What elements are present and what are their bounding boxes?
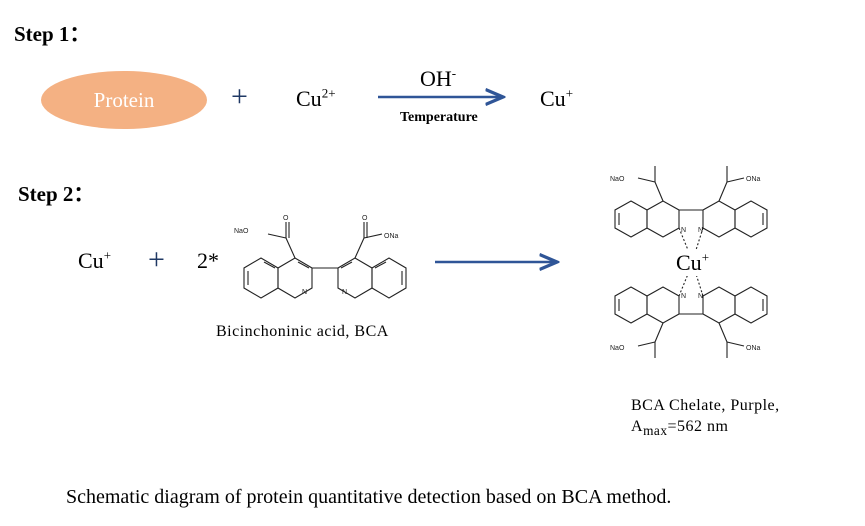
step1-label: Step 1： bbox=[14, 22, 91, 46]
chelate-top-right-n: N bbox=[698, 227, 703, 234]
chelate-bottom-left-group: NaO bbox=[610, 345, 625, 352]
bca-left-n: N bbox=[302, 289, 307, 296]
chelate-structure bbox=[614, 166, 768, 358]
step1-product-cu1: Cu+ bbox=[540, 85, 574, 111]
step1-condition-temperature: Temperature bbox=[400, 110, 478, 125]
chelate-bottom-right-n: N bbox=[698, 293, 703, 300]
bca-right-o: O bbox=[362, 215, 368, 222]
step1-reagent-oh: OH- bbox=[420, 65, 457, 91]
step1-plus: + bbox=[231, 80, 248, 113]
bca-left-o: O bbox=[283, 215, 289, 222]
chelate-bottom-right-group: ONa bbox=[746, 345, 761, 352]
step2-coefficient: 2* bbox=[197, 248, 219, 273]
protein-ellipse: Protein bbox=[41, 71, 207, 129]
chelate-top-left-group: NaO bbox=[610, 176, 625, 183]
protein-label: Protein bbox=[93, 87, 155, 112]
chelate-top-right-group: ONa bbox=[746, 176, 761, 183]
chelate-caption-line1: BCA Chelate, Purple, bbox=[631, 397, 780, 414]
step2-reactant-cu1: Cu+ bbox=[78, 247, 112, 273]
step2-plus: + bbox=[148, 243, 165, 276]
bca-right-group: ONa bbox=[384, 233, 399, 240]
bca-structure bbox=[243, 222, 407, 299]
bca-right-n: N bbox=[342, 289, 347, 296]
chelate-caption-line2: Amax=562 nm bbox=[631, 418, 729, 439]
chelate-bottom-left-n: N bbox=[681, 293, 686, 300]
step2-label: Step 2： bbox=[18, 182, 95, 206]
chelate-top-left-n: N bbox=[681, 227, 686, 234]
figure-caption: Schematic diagram of protein quantitativ… bbox=[66, 486, 672, 508]
bca-caption: Bicinchoninic acid, BCA bbox=[216, 323, 389, 340]
bca-left-group: NaO bbox=[234, 228, 249, 235]
step1-reactant-cu2: Cu2+ bbox=[296, 85, 336, 111]
complex-center-cu: Cu+ bbox=[674, 249, 712, 276]
